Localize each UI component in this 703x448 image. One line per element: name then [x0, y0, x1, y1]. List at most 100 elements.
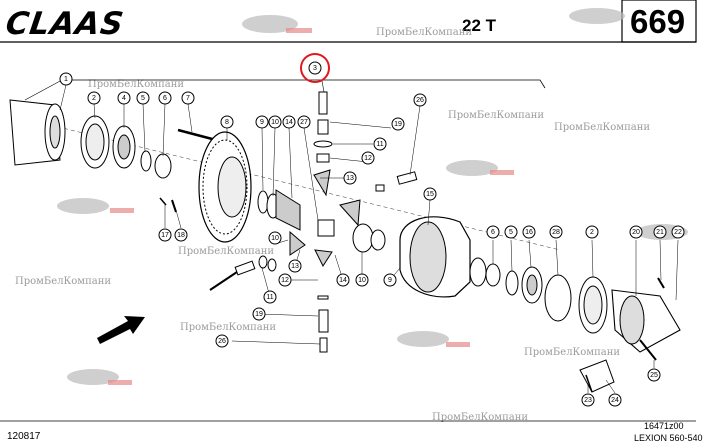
watermark-text: ПромБелКомпани	[15, 276, 112, 287]
callout-bubble	[343, 171, 357, 185]
callout-number: 11	[376, 141, 383, 148]
callout-number: 11	[266, 294, 273, 301]
callout-bubble	[117, 91, 131, 105]
callout-number: 19	[394, 121, 402, 128]
callout-bubble	[220, 115, 234, 129]
callout-bubble	[413, 93, 427, 107]
callout-8: 8	[220, 115, 234, 129]
callout-bubble	[297, 115, 311, 129]
callout-number: 26	[416, 97, 424, 104]
callout-bubble	[608, 393, 622, 407]
callout-number: 13	[346, 175, 354, 182]
callout-number: 16	[525, 229, 533, 236]
callout-number: 7	[186, 95, 190, 102]
callout-5: 5	[136, 91, 150, 105]
callout-bubble	[288, 259, 302, 273]
callout-bubble	[671, 225, 685, 239]
callout-bubble	[158, 91, 172, 105]
callout-bubble	[629, 225, 643, 239]
callout-bubble	[653, 225, 667, 239]
callout-bubble	[585, 225, 599, 239]
callout-bubble	[308, 61, 322, 75]
page-number: 669	[630, 3, 686, 40]
callout-number: 6	[163, 95, 167, 102]
callout-11: 11	[373, 137, 387, 151]
callout-bubble	[581, 393, 595, 407]
callout-number: 21	[656, 229, 664, 236]
callout-23: 23	[581, 393, 595, 407]
bevel-gear	[275, 189, 301, 231]
callout-number: 13	[291, 263, 299, 270]
callout-bubble	[59, 72, 73, 86]
callout-20: 20	[629, 225, 643, 239]
callout-bubble	[174, 228, 188, 242]
direction-arrow-icon	[97, 316, 145, 344]
callout-17: 17	[158, 228, 172, 242]
watermark-text: ПромБелКомпани	[178, 246, 275, 257]
callout-5: 5	[504, 225, 518, 239]
callout-10: 10	[355, 273, 369, 287]
callout-10: 10	[268, 115, 282, 129]
callout-number: 27	[300, 119, 308, 126]
callout-number: 2	[92, 95, 96, 102]
callout-number: 5	[509, 229, 513, 236]
callout-number: 18	[177, 232, 185, 239]
callout-number: 1	[64, 76, 68, 83]
callout-number: 28	[552, 229, 560, 236]
watermark-text: ПромБелКомпани	[180, 322, 277, 333]
callout-number: 8	[225, 119, 229, 126]
callout-14: 14	[336, 273, 350, 287]
callout-number: 26	[218, 338, 226, 345]
callout-11: 11	[263, 290, 277, 304]
callout-bubble	[647, 368, 661, 382]
callout-bubble	[336, 273, 350, 287]
callout-14: 14	[282, 115, 296, 129]
callout-bubble	[391, 117, 405, 131]
callout-27: 27	[297, 115, 311, 129]
callout-26: 26	[215, 334, 229, 348]
callout-number: 4	[122, 95, 126, 102]
callout-number: 20	[632, 229, 640, 236]
watermark-text: ПромБелКомпани	[432, 412, 529, 423]
callout-bubble	[215, 334, 229, 348]
callout-18: 18	[174, 228, 188, 242]
callout-6: 6	[486, 225, 500, 239]
group-code: 22 T	[462, 16, 497, 35]
callout-number: 23	[584, 397, 592, 404]
callout-2: 2	[585, 225, 599, 239]
callout-bubble	[486, 225, 500, 239]
callout-bubble	[373, 137, 387, 151]
callout-number: 3	[313, 65, 317, 72]
callout-number: 15	[426, 191, 434, 198]
callout-10: 10	[268, 231, 282, 245]
callout-number: 14	[339, 277, 347, 284]
callout-number: 2	[590, 229, 594, 236]
callout-19: 19	[252, 307, 266, 321]
callout-number: 25	[650, 372, 658, 379]
housing-left	[9, 99, 66, 166]
callout-bubble	[355, 273, 369, 287]
callout-9: 9	[383, 273, 397, 287]
callout-3: 3	[308, 61, 322, 75]
callout-number: 5	[141, 95, 145, 102]
callout-21: 21	[653, 225, 667, 239]
callout-9: 9	[255, 115, 269, 129]
callout-1: 1	[59, 72, 73, 86]
callout-number: 12	[364, 155, 372, 162]
callout-28: 28	[549, 225, 563, 239]
callout-number: 10	[271, 119, 279, 126]
callout-24: 24	[608, 393, 622, 407]
callout-bubble	[423, 187, 437, 201]
watermark-text: ПромБелКомпани	[376, 27, 473, 38]
callout-number: 19	[255, 311, 263, 318]
callout-15: 15	[423, 187, 437, 201]
drawing-number: 120817	[7, 431, 41, 442]
callout-12: 12	[361, 151, 375, 165]
model-name: LEXION 560-540	[634, 433, 703, 443]
callout-7: 7	[181, 91, 195, 105]
callout-13: 13	[343, 171, 357, 185]
callout-22: 22	[671, 225, 685, 239]
callout-bubble	[282, 115, 296, 129]
callout-bubble	[504, 225, 518, 239]
watermark-text: ПромБелКомпани	[448, 110, 545, 121]
